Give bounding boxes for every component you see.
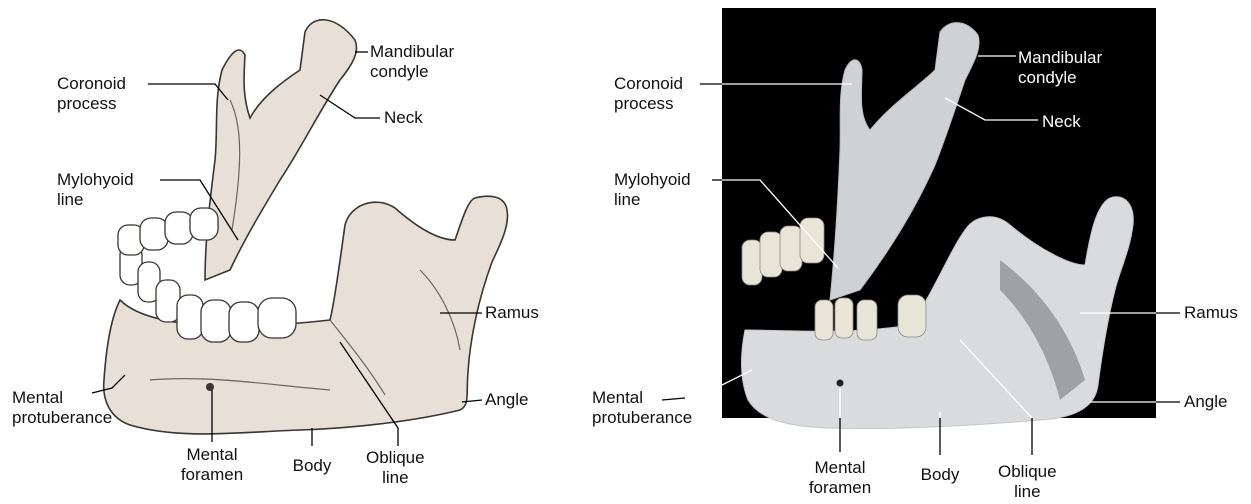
label-angle: Angle xyxy=(485,390,528,410)
label-mental-protuberance: Mental protuberance xyxy=(12,388,112,428)
photo-label-angle: Angle xyxy=(1184,392,1227,412)
photo-label-oblique-line: Oblique line xyxy=(998,462,1057,502)
label-body: Body xyxy=(286,456,338,476)
mental-foramen-hole xyxy=(206,383,214,391)
label-oblique-line: Oblique line xyxy=(366,448,425,488)
label-line: line xyxy=(57,190,134,210)
photo-label-mental-foramen: Mental foramen xyxy=(800,458,880,498)
label-line: Body xyxy=(286,456,338,476)
tooth xyxy=(800,218,824,263)
label-line: foramen xyxy=(800,478,880,498)
label-line: foramen xyxy=(180,465,244,485)
tooth xyxy=(165,212,193,244)
tooth xyxy=(229,302,259,342)
label-line: Coronoid xyxy=(57,74,126,94)
label-line: Oblique xyxy=(998,462,1057,482)
label-line: Mental xyxy=(12,388,112,408)
label-line: process xyxy=(57,94,126,114)
tooth xyxy=(857,300,877,340)
label-ramus: Ramus xyxy=(485,303,539,323)
tooth xyxy=(201,300,231,342)
tooth xyxy=(190,208,218,240)
label-mental-foramen: Mental foramen xyxy=(180,445,244,485)
label-mandibular-condyle: Mandibular condyle xyxy=(370,42,454,82)
tooth xyxy=(258,298,296,338)
tooth xyxy=(140,218,168,250)
label-line: Body xyxy=(914,465,966,485)
label-line: Neck xyxy=(1042,112,1081,132)
label-line: Mandibular xyxy=(1018,48,1102,68)
label-line: protuberance xyxy=(12,408,112,428)
label-line: Mental xyxy=(592,388,692,408)
label-mylohyoid-line: Mylohyoid line xyxy=(57,170,134,210)
label-coronoid-process: Coronoid process xyxy=(57,74,126,114)
label-line: protuberance xyxy=(592,408,692,428)
label-line: Oblique xyxy=(366,448,425,468)
photo-label-mandibular-condyle: Mandibular condyle xyxy=(1018,48,1102,88)
label-line: Ramus xyxy=(1184,303,1238,323)
label-line: process xyxy=(614,94,683,114)
label-line: Mandibular xyxy=(370,42,454,62)
photo-label-mylohyoid-line: Mylohyoid line xyxy=(614,170,691,210)
tooth xyxy=(835,298,853,338)
label-line: line xyxy=(366,468,425,488)
photo-label-coronoid-process: Coronoid process xyxy=(614,74,683,114)
tooth xyxy=(742,240,762,285)
photo-label-neck: Neck xyxy=(1042,112,1081,132)
label-line: Mylohyoid xyxy=(614,170,691,190)
label-neck: Neck xyxy=(384,108,423,128)
label-line: condyle xyxy=(370,62,454,82)
photo-label-mental-protuberance: Mental protuberance xyxy=(592,388,692,428)
label-line: Neck xyxy=(384,108,423,128)
label-line: Mental xyxy=(800,458,880,478)
tooth xyxy=(760,232,782,277)
label-line: Angle xyxy=(485,390,528,410)
label-line: Angle xyxy=(1184,392,1227,412)
label-line: line xyxy=(614,190,691,210)
label-line: condyle xyxy=(1018,68,1102,88)
tooth xyxy=(780,226,802,271)
photo-label-ramus: Ramus xyxy=(1184,303,1238,323)
leader-coronoid xyxy=(148,84,228,100)
photo-mental-foramen-hole xyxy=(837,380,844,387)
label-line: Coronoid xyxy=(614,74,683,94)
photo-label-body: Body xyxy=(914,465,966,485)
left-ramus xyxy=(205,20,357,280)
label-line: Mylohyoid xyxy=(57,170,134,190)
tooth xyxy=(177,295,203,339)
tooth xyxy=(898,295,926,337)
label-line: line xyxy=(998,482,1057,502)
label-line: Mental xyxy=(180,445,244,465)
tooth xyxy=(815,300,833,340)
label-line: Ramus xyxy=(485,303,539,323)
